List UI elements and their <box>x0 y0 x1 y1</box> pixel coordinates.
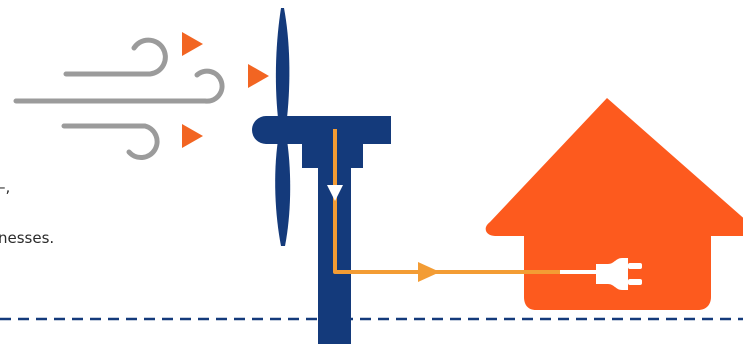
turbine-blade-top <box>276 8 290 118</box>
wind-arrow-icon <box>182 32 203 56</box>
flow-direction-arrow-icon <box>418 262 440 282</box>
wind-arrow-icon <box>248 64 269 88</box>
wind-turbine-icon <box>252 8 391 344</box>
turbine-blade-bottom <box>275 140 290 246</box>
caption-text-line-1: –, <box>0 178 10 196</box>
turbine-nacelle <box>252 116 391 144</box>
caption-text-line-2: nesses. <box>0 229 54 247</box>
turbine-tower <box>302 144 363 344</box>
wind-arrow-icon <box>182 124 203 148</box>
